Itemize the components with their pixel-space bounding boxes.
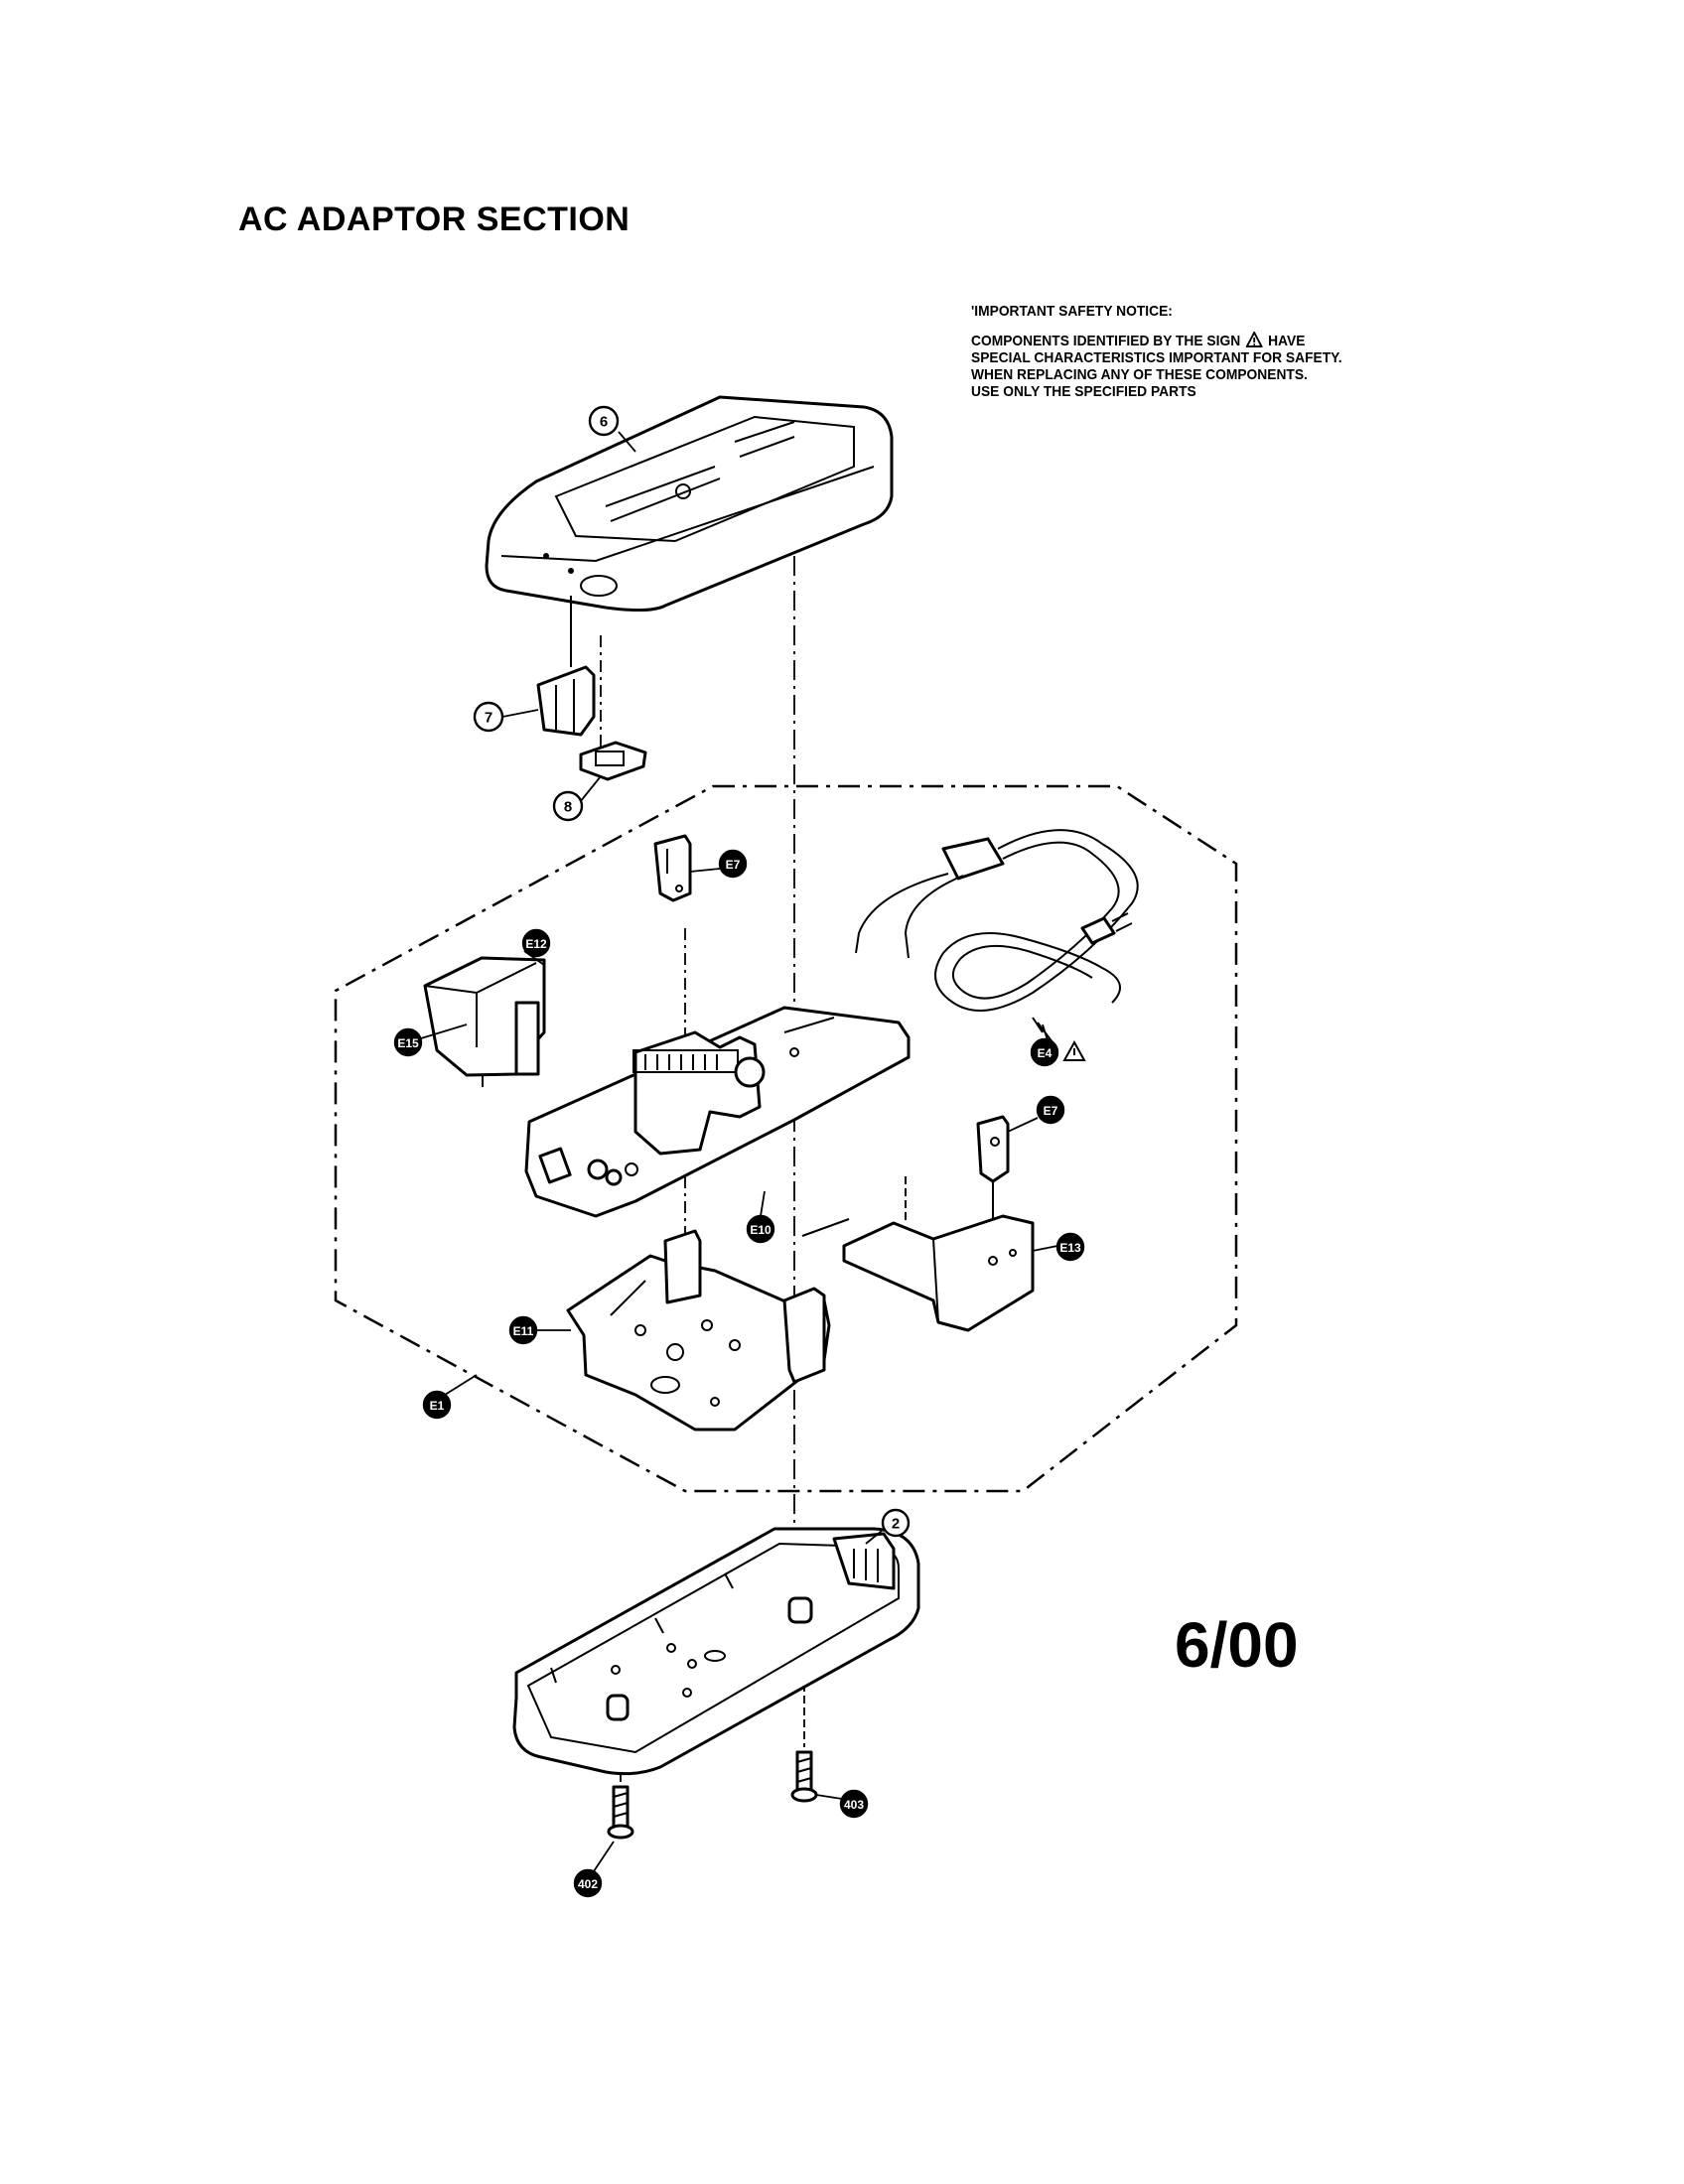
- callout-402: 402: [573, 1868, 603, 1898]
- e7-right-spring-part: [976, 1115, 1010, 1236]
- callout-e15-label: E15: [397, 1036, 419, 1050]
- e11-bottom-bracket-part: [566, 1229, 831, 1432]
- callout-e7-upper: E7: [718, 849, 748, 879]
- date-code: 6/00: [1175, 1609, 1299, 1681]
- callout-e4: E4: [1030, 1037, 1086, 1067]
- callout-e12: E12: [521, 928, 551, 958]
- safety-notice-line-1b: HAVE: [1268, 333, 1306, 349]
- callout-403: 403: [839, 1789, 869, 1819]
- ac-cord-part: [855, 829, 1139, 1043]
- e1-assembly-boundary: [334, 784, 1238, 1493]
- callout-e11-label: E11: [513, 1324, 534, 1338]
- callout-7-label: 7: [485, 710, 492, 727]
- safety-notice-line-4: USE ONLY THE SPECIFIED PARTS: [971, 383, 1196, 400]
- callout-402-label: 402: [578, 1877, 598, 1891]
- leader-lines: [420, 431, 1058, 1872]
- callout-e1: E1: [422, 1390, 452, 1420]
- top-case-part: [485, 395, 894, 613]
- e12-cover-part: [423, 956, 546, 1087]
- callout-e10: E10: [746, 1214, 775, 1244]
- callout-e4-label: E4: [1038, 1046, 1052, 1060]
- callout-e13: E13: [1055, 1232, 1085, 1262]
- safety-notice-line-3: WHEN REPLACING ANY OF THESE COMPONENTS.: [971, 366, 1308, 383]
- callout-2-label: 2: [892, 1516, 900, 1533]
- callout-e12-label: E12: [525, 937, 547, 951]
- callout-403-label: 403: [844, 1798, 864, 1812]
- safety-notice-line-1: COMPONENTS IDENTIFIED BY THE SIGN HAVE: [971, 330, 1342, 349]
- callout-e15: E15: [393, 1027, 423, 1057]
- safety-notice: 'IMPORTANT SAFETY NOTICE: COMPONENTS IDE…: [971, 303, 1342, 400]
- e13-right-shield-part: [801, 1176, 1035, 1332]
- warning-triangle-icon: [1062, 1039, 1086, 1061]
- pcb-transformer-assembly: [524, 1006, 911, 1218]
- safety-notice-heading: 'IMPORTANT SAFETY NOTICE:: [971, 303, 1173, 320]
- callout-6: 6: [588, 405, 620, 437]
- callout-e1-label: E1: [430, 1399, 445, 1413]
- callout-8-label: 8: [564, 799, 572, 816]
- callout-e7-right-label: E7: [1044, 1104, 1058, 1118]
- bottom-case-part: [512, 1527, 920, 1776]
- callout-e10-label: E10: [750, 1223, 772, 1237]
- terminal-bracket-part: [536, 596, 596, 737]
- section-title: AC ADAPTOR SECTION: [238, 201, 631, 238]
- callout-e13-label: E13: [1059, 1241, 1081, 1255]
- terminal-clip-part: [579, 741, 647, 781]
- callout-e7-right: E7: [1036, 1095, 1065, 1125]
- callout-8: 8: [552, 790, 584, 822]
- callout-7: 7: [473, 701, 504, 733]
- callout-6-label: 6: [600, 414, 608, 431]
- callout-2: 2: [881, 1508, 911, 1538]
- screw-402-part: [607, 1785, 634, 1840]
- warning-triangle-icon: [1245, 330, 1264, 347]
- callout-e11: E11: [508, 1315, 538, 1345]
- callout-e7-upper-label: E7: [726, 858, 741, 872]
- safety-notice-line-1a: COMPONENTS IDENTIFIED BY THE SIGN: [971, 333, 1241, 349]
- e7-upper-spring-part: [653, 834, 692, 902]
- screw-403-part: [790, 1750, 818, 1803]
- safety-notice-line-2: SPECIAL CHARACTERISTICS IMPORTANT FOR SA…: [971, 349, 1342, 366]
